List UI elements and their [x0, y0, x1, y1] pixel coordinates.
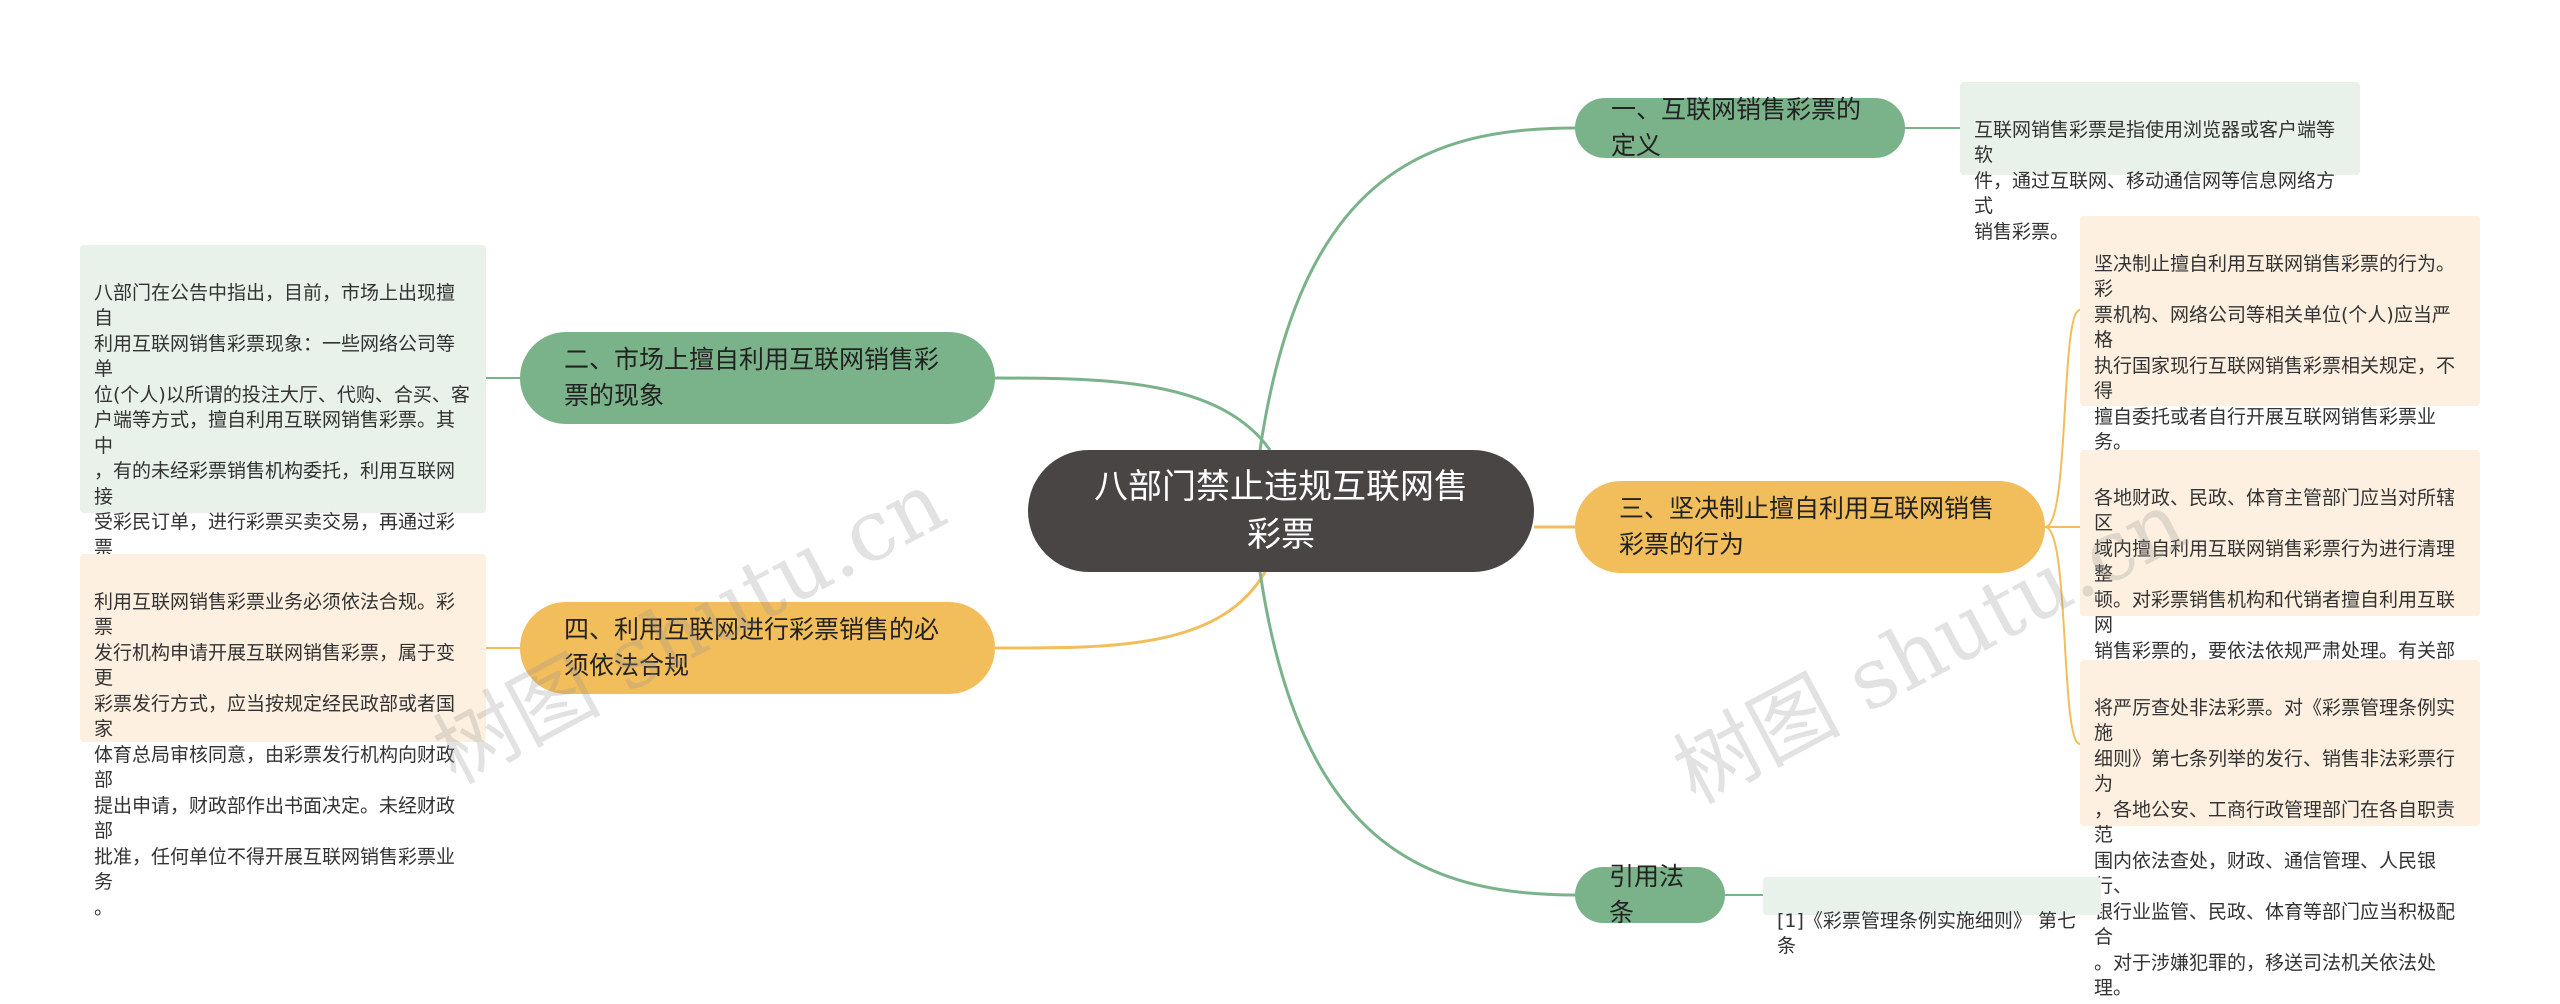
branch-definition[interactable]: 一、互联网销售彩票的定义	[1575, 95, 1905, 160]
leaf-definition-text: 互联网销售彩票是指使用浏览器或客户端等软 件，通过互联网、移动通信网等信息网络方…	[1974, 118, 2336, 243]
branch-market-phenomenon-label: 二、市场上擅自利用互联网销售彩票的现象	[564, 345, 940, 410]
branch-definition-label: 一、互联网销售彩票的定义	[1611, 95, 1862, 160]
central-topic[interactable]: 八部门禁止违规互联网售彩票	[1028, 450, 1534, 572]
branch-cited-law[interactable]: 引用法条	[1575, 862, 1725, 927]
branch-legal-compliance-label: 四、利用互联网进行彩票销售的必须依法合规	[564, 615, 940, 680]
link-branch3-leaf3	[2044, 526, 2081, 745]
branch-legal-compliance[interactable]: 四、利用互联网进行彩票销售的必须依法合规	[520, 602, 995, 694]
branch-stop-illegal-sales[interactable]: 三、坚决制止擅自利用互联网销售彩票的行为	[1575, 481, 2045, 573]
branch-market-phenomenon[interactable]: 二、市场上擅自利用互联网销售彩票的现象	[520, 332, 995, 424]
branch-stop-illegal-sales-label: 三、坚决制止擅自利用互联网销售彩票的行为	[1619, 494, 1995, 559]
leaf-market-phenomenon[interactable]: 八部门在公告中指出，目前，市场上出现擅自 利用互联网销售彩票现象：一些网络公司等…	[80, 245, 486, 737]
link-center-branch5	[1258, 571, 1576, 897]
leaf-cited-law[interactable]: [1]《彩票管理条例实施细则》 第七条	[1763, 877, 2101, 957]
leaf-stop-illegal-sales-3[interactable]: 将严厉查处非法彩票。对《彩票管理条例实施 细则》第七条列举的发行、销售非法彩票行…	[2080, 660, 2480, 999]
central-topic-label: 八部门禁止违规互联网售彩票	[1094, 467, 1468, 555]
leaf-definition[interactable]: 互联网销售彩票是指使用浏览器或客户端等软 件，通过互联网、移动通信网等信息网络方…	[1960, 82, 2360, 243]
leaf-cited-law-text: [1]《彩票管理条例实施细则》 第七条	[1777, 909, 2076, 958]
leaf-legal-compliance[interactable]: 利用互联网销售彩票业务必须依法合规。彩票 发行机构申请开展互联网销售彩票，属于变…	[80, 554, 486, 919]
link-branch3-leaf1	[2044, 309, 2081, 528]
leaf-stop-illegal-sales-2[interactable]: 各地财政、民政、体育主管部门应当对所辖区 域内擅自利用互联网销售彩票行为进行清理…	[2080, 450, 2480, 764]
link-center-branch2	[994, 376, 1272, 451]
link-center-branch4	[994, 571, 1267, 650]
link-center-branch1	[1258, 126, 1576, 451]
leaf-stop-illegal-sales-3-text: 将严厉查处非法彩票。对《彩票管理条例实施 细则》第七条列举的发行、销售非法彩票行…	[2094, 696, 2456, 1000]
branch-cited-law-label: 引用法条	[1609, 862, 1685, 927]
leaf-stop-illegal-sales-1[interactable]: 坚决制止擅自利用互联网销售彩票的行为。彩 票机构、网络公司等相关单位(个人)应当…	[2080, 216, 2480, 581]
leaf-legal-compliance-text: 利用互联网销售彩票业务必须依法合规。彩票 发行机构申请开展互联网销售彩票，属于变…	[94, 590, 456, 919]
